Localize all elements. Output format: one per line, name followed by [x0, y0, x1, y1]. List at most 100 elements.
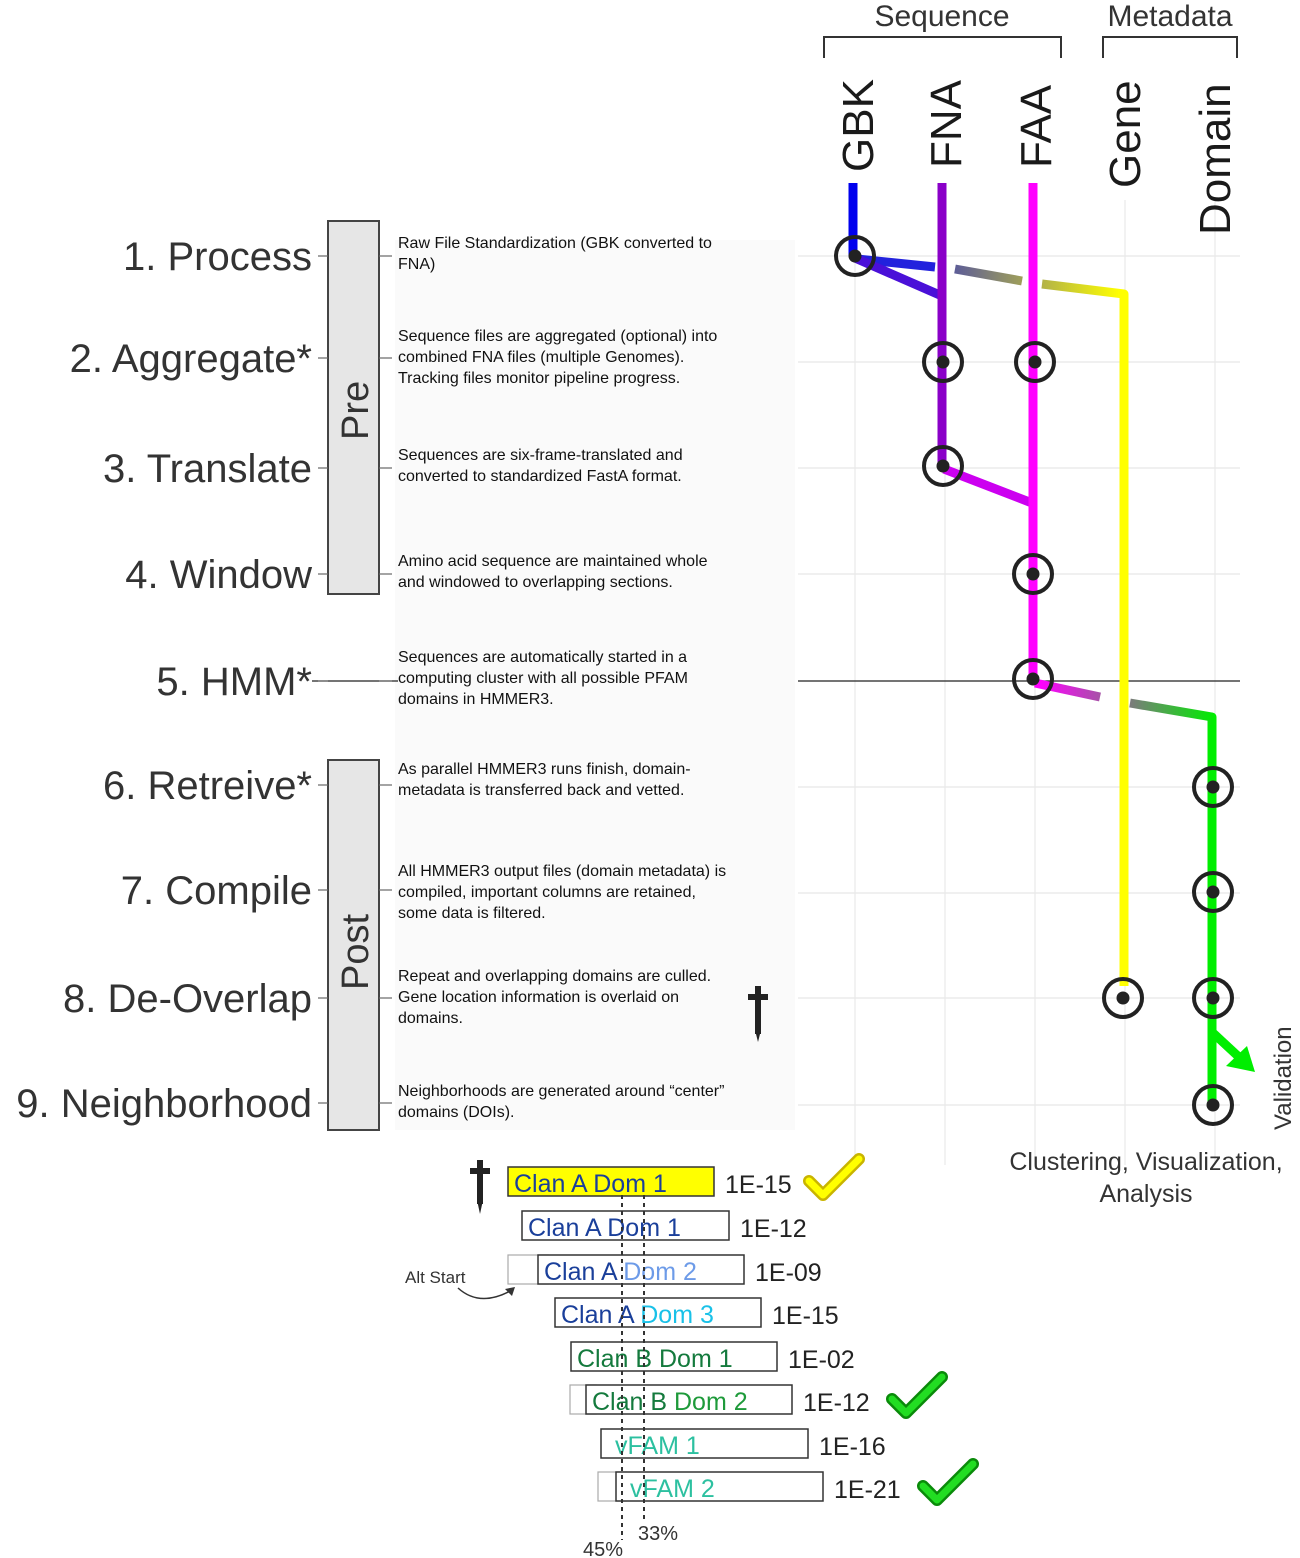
- column-domain: Domain: [1191, 83, 1240, 235]
- evalue-label: 1E-15: [772, 1302, 839, 1330]
- phase-box-pre: [327, 220, 380, 595]
- step-description-line: As parallel HMMER3 runs finish, domain-: [398, 761, 691, 778]
- step-description-line: combined FNA files (multiple Genomes).: [398, 349, 684, 366]
- domain-hit-label: vFAM 1: [615, 1432, 700, 1460]
- evalue-label: 1E-02: [788, 1346, 855, 1374]
- domain-name: Dom 1: [593, 1170, 667, 1198]
- step-description-line: computing cluster with all possible PFAM: [398, 670, 688, 687]
- step-description-line: domains.: [398, 1010, 463, 1027]
- domain-name: Dom 2: [623, 1258, 697, 1286]
- domain-name: vFAM 2: [630, 1475, 715, 1503]
- validation-arrow-icon: [1226, 1046, 1255, 1072]
- step-description-line: Sequences are automatically started in a: [398, 649, 687, 666]
- phase-box-post: [327, 759, 380, 1131]
- alt-start-arrow: [457, 1287, 513, 1300]
- domain-hit-row: vFAM 1 1E-16: [600, 1428, 886, 1461]
- validation-branch: [1208, 1028, 1244, 1062]
- domain-hit-row: Clan A Dom 3 1E-15: [554, 1297, 839, 1330]
- alt-start-arrowhead-icon: [505, 1287, 515, 1296]
- node-marker-icon: [1102, 977, 1144, 1019]
- step-description-line: Sequence files are aggregated (optional)…: [398, 328, 717, 345]
- dagger-icon: [748, 986, 768, 1042]
- column-gene: Gene: [1101, 80, 1150, 188]
- domain-hit-row: Clan A Dom 2 1E-09: [507, 1254, 822, 1287]
- domain-hit-box: [600, 1428, 809, 1459]
- analysis-label-line2: Analysis: [1099, 1180, 1192, 1208]
- step-description-line: some data is filtered.: [398, 905, 546, 922]
- domain-name: Dom 3: [640, 1301, 714, 1329]
- step-label: 5. HMM*: [156, 660, 312, 704]
- analysis-label-line1: Clustering, Visualization,: [1009, 1148, 1282, 1176]
- step-description-line: converted to standardized FastA format.: [398, 468, 682, 485]
- node-markers: [834, 235, 1234, 1126]
- pct-33-label: 33%: [638, 1523, 678, 1545]
- domain-hit-row: Clan B Dom 2 1E-12: [569, 1371, 948, 1419]
- validation-label: Validation: [1270, 1026, 1297, 1130]
- description-panel: [395, 240, 795, 1130]
- domain-hit-row: Clan A Dom 1 1E-12: [521, 1210, 807, 1243]
- evalue-label: 1E-16: [819, 1433, 886, 1461]
- clan-name: Clan B: [592, 1388, 674, 1416]
- domain-name: Dom 1: [659, 1345, 733, 1373]
- node-marker-icon: [834, 235, 876, 277]
- phase-label-pre: Pre: [335, 381, 377, 440]
- domain-hit-box: [537, 1254, 745, 1285]
- node-marker-icon: [1192, 871, 1234, 913]
- domain-hit-label: vFAM 2: [630, 1475, 715, 1503]
- clan-name: Clan A: [544, 1258, 623, 1286]
- domain-hit-label: Clan A Dom 1: [514, 1170, 667, 1198]
- step-description-line: Neighborhoods are generated around “cent…: [398, 1083, 724, 1100]
- node-marker-icon: [1014, 341, 1056, 383]
- domain-hit-box: [554, 1297, 762, 1328]
- column-gbk: GBK: [834, 79, 883, 172]
- check-icon: [888, 1373, 946, 1417]
- node-marker-icon: [1012, 553, 1054, 595]
- column-fna: FNA: [922, 79, 971, 168]
- phase-label-post: Post: [335, 914, 377, 990]
- domain-hit-label: Clan B Dom 1: [577, 1345, 733, 1373]
- node-marker-icon: [1192, 766, 1234, 808]
- step-description-line: domains in HMMER3.: [398, 691, 554, 708]
- column-faa: FAA: [1012, 84, 1061, 168]
- evalue-label: 1E-12: [803, 1389, 870, 1417]
- evalue-label: 1E-12: [740, 1215, 807, 1243]
- dagger-icon: [470, 1160, 490, 1214]
- evalue-label: 1E-09: [755, 1259, 822, 1287]
- clan-name: Clan A: [528, 1214, 607, 1242]
- bracket-sequence: [823, 36, 1062, 58]
- alt-start-label: Alt Start: [405, 1268, 466, 1287]
- step-description-line: metadata is transferred back and vetted.: [398, 782, 684, 799]
- domain-hit-label: Clan A Dom 2: [544, 1258, 697, 1286]
- faa-domain-link-1: [1034, 678, 1101, 702]
- domain-hit-box: [570, 1341, 778, 1372]
- fna-faa-link: [942, 464, 1034, 508]
- step-label: 8. De-Overlap: [63, 977, 312, 1021]
- check-icon: [919, 1460, 977, 1504]
- group-sequence: Sequence: [874, 0, 1009, 33]
- node-marker-icon: [1012, 658, 1054, 700]
- domain-hit-label: Clan A Dom 3: [561, 1301, 714, 1329]
- step-label: 6. Retreive*: [103, 764, 312, 808]
- clan-name: Clan A: [514, 1170, 593, 1198]
- step-description-line: Amino acid sequence are maintained whole: [398, 553, 708, 570]
- step-description-line: FNA): [398, 256, 435, 273]
- step-label: 3. Translate: [103, 447, 312, 491]
- check-icon: [805, 1155, 863, 1199]
- step-label: 2. Aggregate*: [70, 337, 312, 381]
- node-marker-icon: [922, 445, 964, 487]
- step-description-line: Repeat and overlapping domains are culle…: [398, 968, 711, 985]
- step-label: 4. Window: [125, 553, 312, 597]
- domain-hit-label: Clan A Dom 1: [528, 1214, 681, 1242]
- clan-name: Clan A: [561, 1301, 640, 1329]
- domain-hit-row: Clan B Dom 1 1E-02: [570, 1341, 855, 1374]
- domain-hit-label: Clan B Dom 2: [592, 1388, 748, 1416]
- pipeline-lines: [848, 183, 1244, 1108]
- step-description-line: All HMMER3 output files (domain metadata…: [398, 863, 726, 880]
- clan-name: Clan B: [577, 1345, 659, 1373]
- node-marker-icon: [1192, 977, 1234, 1019]
- domain-name: vFAM 1: [615, 1432, 700, 1460]
- pct-45-label: 45%: [583, 1539, 623, 1558]
